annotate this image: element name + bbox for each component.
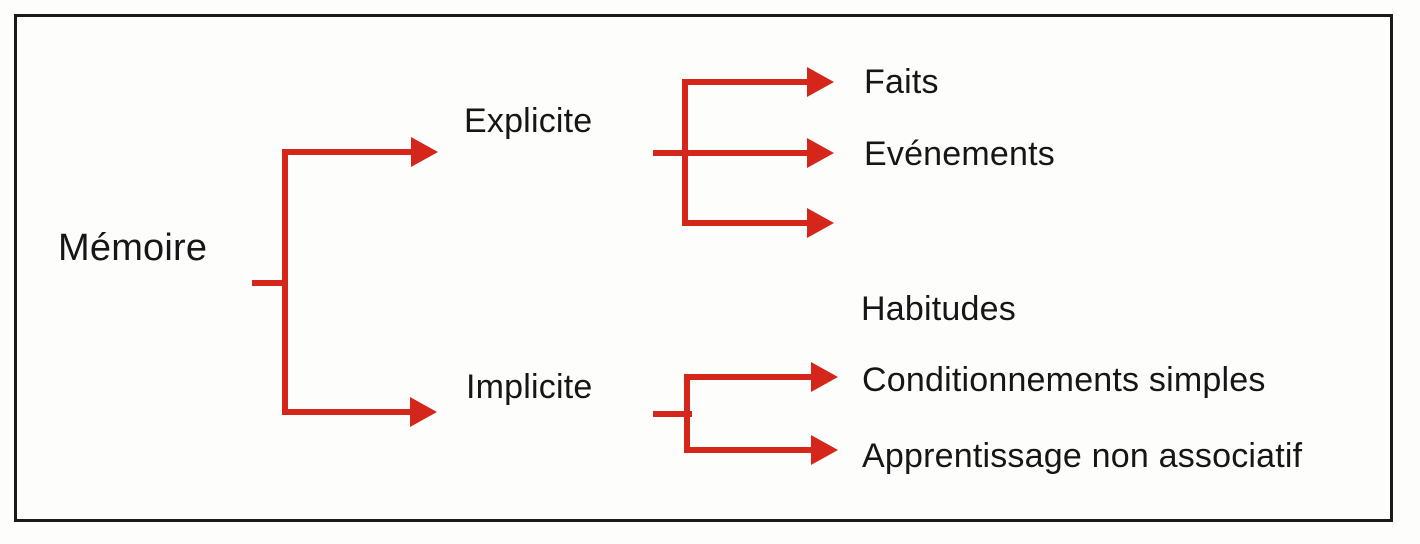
node-explicite: Explicite — [464, 102, 593, 140]
arrowhead-icon — [410, 397, 437, 427]
connector-root — [252, 149, 288, 415]
arrowhead-icon — [807, 67, 834, 97]
arrow-implicite-to-conditionnements — [684, 362, 838, 392]
node-habitudes: Habitudes — [861, 290, 1016, 328]
arrow-root-to-implicite — [282, 397, 437, 427]
arrowhead-icon — [411, 137, 438, 167]
arrow-implicite-to-apprentissage — [684, 435, 838, 465]
diagram-frame — [14, 14, 1393, 522]
connector-implicite — [653, 374, 692, 453]
node-evenements: Evénements — [864, 135, 1055, 173]
node-faits: Faits — [864, 63, 939, 101]
arrowhead-icon — [807, 138, 834, 168]
arrowhead-icon — [811, 435, 838, 465]
node-memoire: Mémoire — [58, 227, 208, 269]
arrowhead-icon — [811, 362, 838, 392]
arrow-explicite-to-faits — [682, 67, 834, 97]
node-implicite: Implicite — [466, 368, 593, 406]
arrowhead-icon — [807, 208, 834, 238]
arrow-root-to-explicite — [282, 137, 438, 167]
arrow-explicite-unlabeled — [682, 208, 834, 238]
arrow-explicite-to-evenements — [682, 138, 834, 168]
node-apprentissage: Apprentissage non associatif — [862, 437, 1303, 475]
node-conditionnements: Conditionnements simples — [862, 361, 1266, 399]
